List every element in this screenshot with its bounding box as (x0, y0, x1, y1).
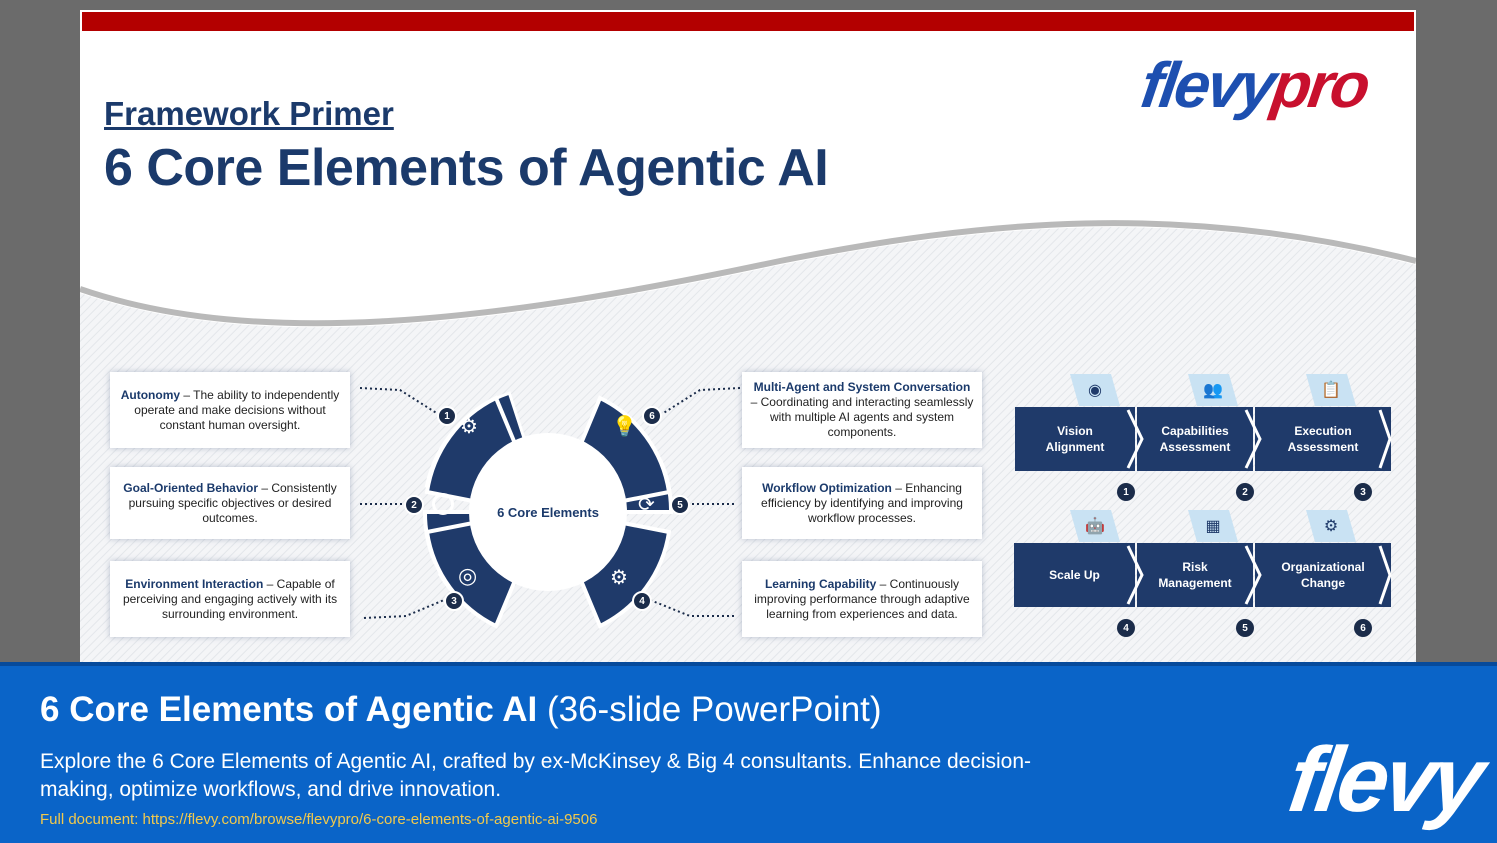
banner-description: Explore the 6 Core Elements of Agentic A… (40, 750, 1032, 801)
footer-banner: 6 Core Elements of Agentic AI (36-slide … (0, 662, 1497, 843)
globe-network-icon: ◎ (458, 563, 478, 588)
top-red-bar (82, 12, 1414, 31)
banner-title: 6 Core Elements of Agentic AI (36-slide … (40, 690, 882, 729)
cycle-gear-icon: ⟳ (638, 494, 655, 516)
grid-number-1: 1 (1117, 483, 1135, 501)
grid-number-4: 4 (1117, 619, 1135, 637)
flevy-logo: flevy (1282, 729, 1487, 831)
full-document-link[interactable]: Full document: https://flevy.com/browse/… (40, 811, 598, 828)
grid-number-6: 6 (1354, 619, 1372, 637)
grid-number-5: 5 (1236, 619, 1254, 637)
slide-title: 6 Core Elements of Agentic AI (104, 139, 829, 197)
element-card-5: Workflow Optimization – Enhancing effici… (742, 467, 982, 539)
element-card-6: Multi-Agent and System Conversation – Co… (742, 372, 982, 448)
ring-number-1: 1 (437, 406, 457, 426)
brain-gear-icon: ⚙ (460, 416, 478, 438)
clipboard-icon: 📋 (1306, 374, 1356, 406)
eye-icon: ◉ (1070, 374, 1120, 406)
ring-center-label: 6 Core Elements (497, 504, 599, 520)
element-card-1: Autonomy – The ability to independently … (110, 372, 350, 448)
flevypro-logo: flevypro (1136, 49, 1373, 121)
ring-center: 6 Core Elements (469, 433, 627, 591)
step-scale-up: Scale Up (1014, 543, 1135, 607)
element-card-3: Environment Interaction – Capable of per… (110, 561, 350, 637)
banner-top-strip (0, 662, 1497, 666)
meeting-icon: ▦ (1188, 510, 1238, 542)
grid-number-2: 2 (1236, 483, 1254, 501)
graduation-gear-icon: ⚙ (610, 567, 628, 589)
ring-number-6: 6 (642, 406, 662, 426)
ring-number-4: 4 (632, 591, 652, 611)
gear-icon: ⚙ (1306, 510, 1356, 542)
ring-number-2: 2 (404, 495, 424, 515)
robot-icon: 🤖 (1070, 510, 1120, 542)
element-card-2: Goal-Oriented Behavior – Consistently pu… (110, 467, 350, 539)
people-icon: 👥 (1188, 374, 1238, 406)
target-icon (432, 493, 454, 515)
grid-number-3: 3 (1354, 483, 1372, 501)
slide: flevypro Framework Primer 6 Core Element… (80, 10, 1416, 662)
lightbulb-icon: 💡 (612, 416, 637, 438)
ring-number-3: 3 (444, 591, 464, 611)
element-card-4: Learning Capability – Continuously impro… (742, 561, 982, 637)
slide-kicker: Framework Primer (104, 95, 394, 132)
ring-number-5: 5 (670, 495, 690, 515)
